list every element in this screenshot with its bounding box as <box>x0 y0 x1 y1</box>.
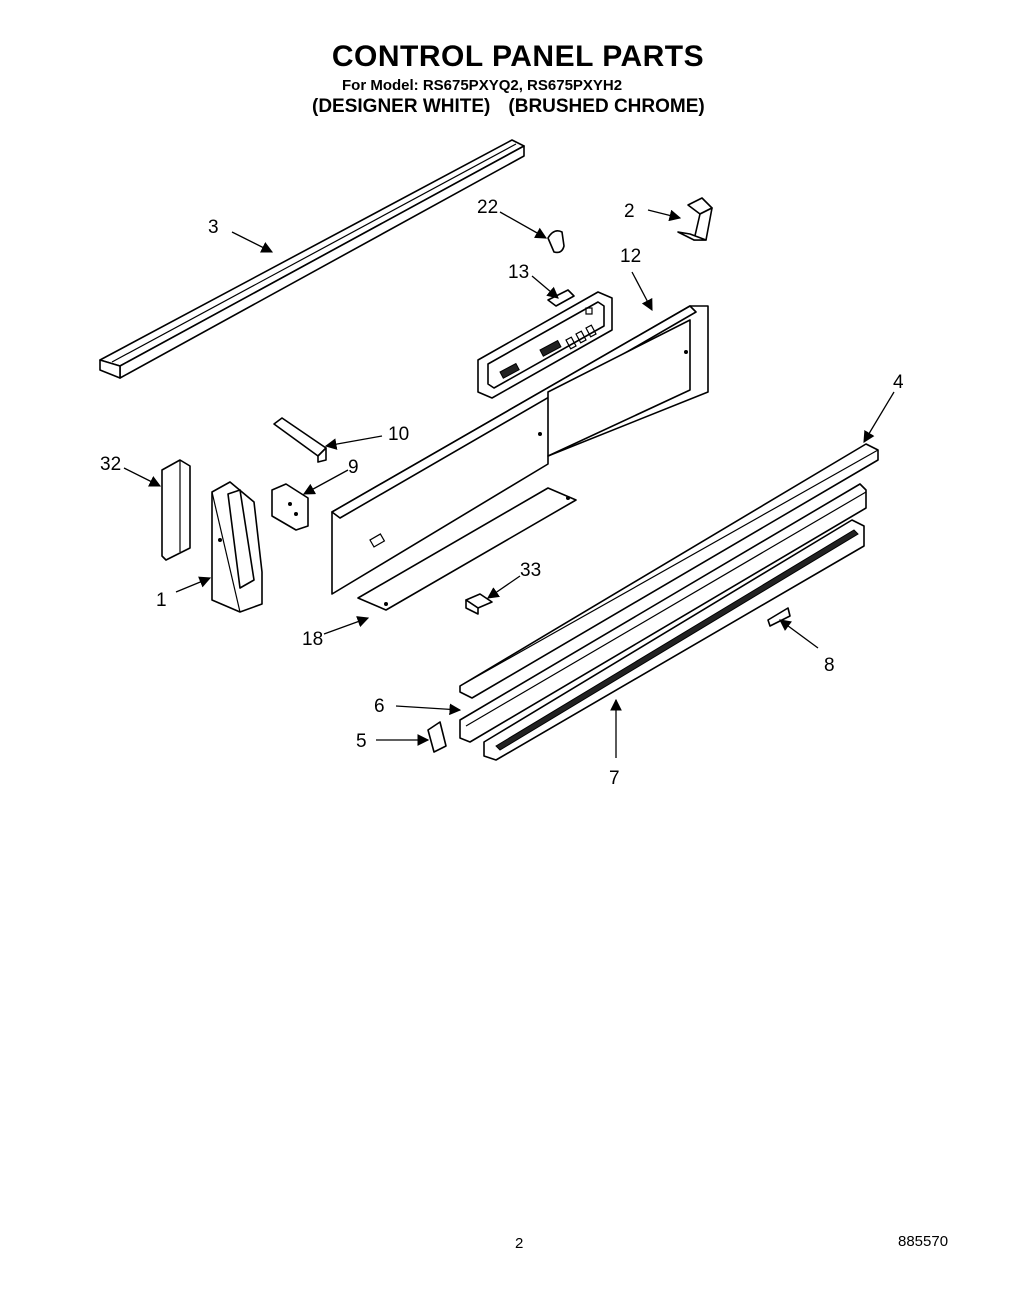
callout-2: 2 <box>624 201 635 222</box>
variant-designer-white: (DESIGNER WHITE) <box>312 96 491 117</box>
callout-8: 8 <box>824 655 835 676</box>
callout-6: 6 <box>374 696 385 717</box>
callout-3: 3 <box>208 217 219 238</box>
variant-brushed-chrome: (BRUSHED CHROME) <box>508 96 705 117</box>
document-number: 885570 <box>898 1233 949 1250</box>
callout-12: 12 <box>620 246 641 267</box>
leader-lines <box>123 209 895 758</box>
callout-33: 33 <box>520 560 541 581</box>
page-number: 2 <box>515 1235 524 1252</box>
part-13-control-board <box>477 289 613 399</box>
callout-1: 1 <box>156 590 167 611</box>
color-variants: (DESIGNER WHITE) (BRUSHED CHROME) <box>312 96 723 118</box>
callout-32: 32 <box>100 454 121 475</box>
part-8-clip <box>767 607 791 627</box>
part-33-switch <box>465 593 493 615</box>
part-32-side-panel <box>161 459 191 561</box>
part-12-control-panel <box>331 305 709 595</box>
part-10-bracket <box>273 417 327 463</box>
callout-9: 9 <box>348 457 359 478</box>
part-3-top-trim <box>99 139 525 379</box>
part-1-end-cap <box>211 481 263 613</box>
part-6-middle-trim <box>459 483 867 743</box>
part-4-upper-trim <box>459 443 879 699</box>
part-7-lower-trim <box>483 519 865 761</box>
callout-4: 4 <box>893 372 904 393</box>
callout-13: 13 <box>508 262 529 283</box>
part-5-end-bracket <box>427 721 447 753</box>
part-18-bottom-plate <box>357 487 577 611</box>
callout-10: 10 <box>388 424 409 445</box>
model-line: For Model: RS675PXYQ2, RS675PXYH2 <box>342 77 623 94</box>
callout-18: 18 <box>302 629 323 650</box>
part-2-bracket <box>677 197 713 241</box>
part-9-plate <box>271 483 309 531</box>
part-22-clip <box>547 230 565 254</box>
page-title: CONTROL PANEL PARTS <box>331 40 705 73</box>
callout-22: 22 <box>477 197 498 218</box>
callout-7: 7 <box>609 768 620 789</box>
callout-5: 5 <box>356 731 367 752</box>
